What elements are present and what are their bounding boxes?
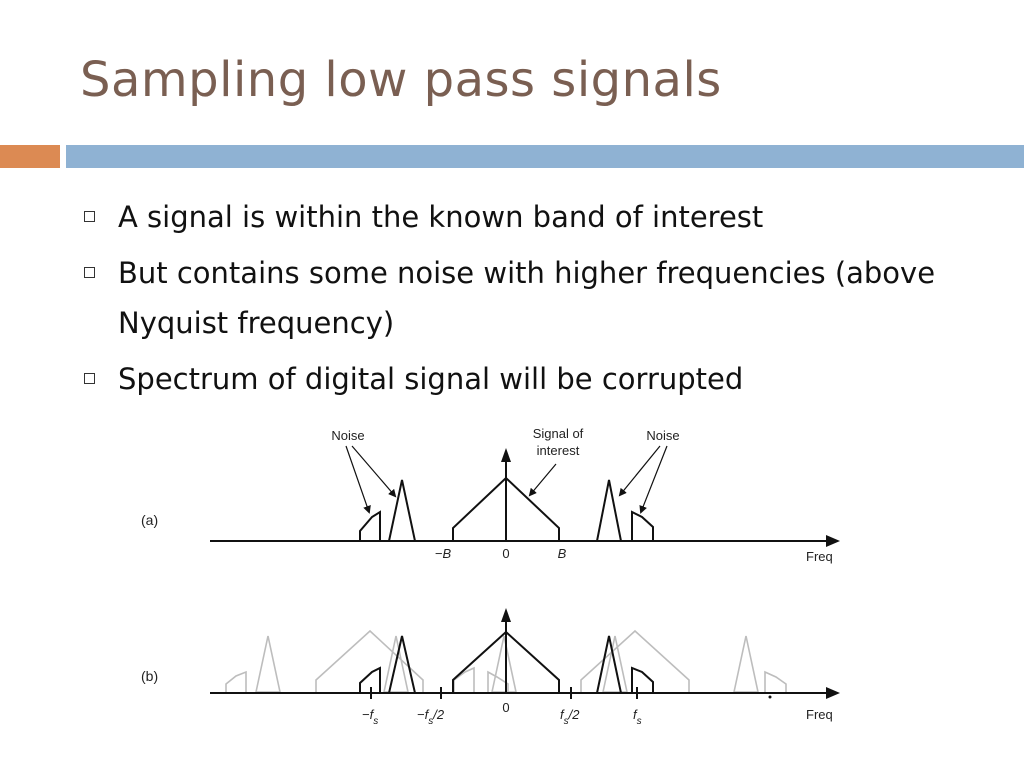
panel-a-axis-label: Freq	[806, 549, 833, 564]
panel-a-vertical-arrow-icon	[501, 448, 511, 462]
panel-b-tick-marks	[370, 687, 638, 699]
tick-label-neg-fs: −fs	[362, 707, 378, 727]
tick-label-b: B	[558, 546, 567, 561]
panel-b-axis	[210, 687, 840, 699]
noise-band-right-outer-sampled	[631, 666, 654, 693]
bullet-item: Spectrum of digital signal will be corru…	[84, 354, 984, 404]
noise-band-left-inner-sampled	[387, 635, 417, 694]
signal-label-line2: interest	[537, 443, 580, 458]
bullet-text: But contains some noise with higher freq…	[118, 256, 936, 340]
noise-left-arrow	[345, 445, 371, 514]
bullet-item: A signal is within the known band of int…	[84, 192, 984, 242]
header-accent-bar	[0, 145, 60, 168]
signal-arrow	[528, 463, 557, 497]
noise-right-label: Noise	[646, 428, 679, 443]
header-divider-bar	[66, 145, 1024, 168]
tick-label-zero: 0	[502, 546, 509, 561]
noise-band-right-inner	[595, 479, 623, 542]
tick-label-neg-b: −B	[435, 546, 452, 561]
baseband-signal-spectrum	[452, 630, 560, 693]
bullet-square-icon	[84, 373, 95, 384]
tick-label-neg-fs-half: −fs/2	[417, 707, 445, 727]
bullet-text: A signal is within the known band of int…	[118, 200, 764, 234]
tick-label-fs-half: fs/2	[560, 707, 580, 727]
bullet-text: Spectrum of digital signal will be corru…	[118, 362, 744, 396]
panel-a-label: (a)	[141, 512, 158, 528]
spectrum-diagram: (a) Freq Noise Signal of interest Noise …	[141, 426, 840, 727]
axis-dot	[768, 695, 772, 699]
noise-right-arrow	[618, 445, 661, 497]
noise-right-arrow	[639, 445, 668, 514]
noise-band-left-outer	[359, 510, 381, 541]
noise-band-left-inner	[387, 479, 417, 542]
panel-b-label: (b)	[141, 668, 158, 684]
panel-a-axis	[210, 535, 840, 547]
slide-title: Sampling low pass signals	[80, 52, 722, 108]
bullet-square-icon	[84, 267, 95, 278]
bullet-square-icon	[84, 211, 95, 222]
tick-label-zero-b: 0	[502, 700, 509, 715]
bullet-item: But contains some noise with higher freq…	[84, 248, 984, 348]
bullet-list: A signal is within the known band of int…	[84, 192, 984, 410]
panel-b-vertical-arrow-icon	[501, 608, 511, 622]
panel-b-axis-label: Freq	[806, 707, 833, 722]
noise-band-right-outer	[631, 510, 654, 541]
noise-band-right-inner-sampled	[595, 635, 623, 694]
signal-label-line1: Signal of	[533, 426, 584, 441]
noise-band-left-outer-sampled	[359, 666, 381, 693]
noise-left-arrow	[351, 445, 397, 498]
signal-of-interest-spectrum	[452, 476, 560, 541]
noise-left-label: Noise	[331, 428, 364, 443]
tick-label-fs: fs	[633, 707, 642, 727]
